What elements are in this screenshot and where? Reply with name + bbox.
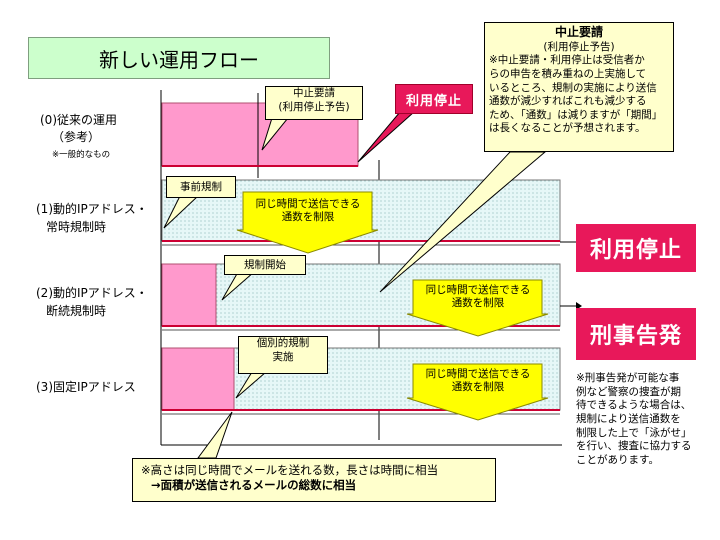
pointer-bottom-note [197, 411, 233, 459]
arrow-row3-text: 同じ時間で送信できる 通数を制限 [413, 368, 543, 394]
arrow-row3-line1: 同じ時間で送信できる [425, 368, 531, 380]
top-right-body-4: 通数が減少すればこれも減少する [489, 95, 647, 108]
prosecution-note-7: ことがあります。 [576, 453, 659, 466]
result-usage-stop: 利用停止 [576, 224, 696, 272]
row3-label-1: (3)固定IPアドレス [36, 380, 136, 394]
pointer-stop-tag [357, 111, 416, 163]
prosecution-note-6: を行い、捜査に協力する [576, 440, 692, 453]
row2-label-2: 断続規制時 [46, 304, 107, 318]
prosecution-note-2: 例など警察の捜査が期 [576, 385, 681, 398]
arrow-row3-line2: 通数を制限 [451, 381, 505, 394]
top-right-body-1: ※中止要請・利用停止は受信者か [489, 54, 645, 67]
prosecution-note-1: ※刑事告発が可能な事 [576, 372, 680, 384]
callout-top-right: 中止要請 (利用停止予告) ※中止要請・利用停止は受信者か らの申告を積み重ねの… [484, 22, 674, 152]
top-right-title: 中止要請 [554, 25, 603, 39]
callout-regulation-start: 規制開始 [224, 255, 306, 275]
top-right-body-3: いるところ、規制の実施により送信 [489, 81, 657, 94]
row0-note: ※一般的なもの [52, 150, 111, 160]
prosecution-note-3: 待できるような場合は、 [576, 399, 692, 412]
arrow-row2 [406, 279, 549, 337]
row2-pink-block [161, 263, 217, 327]
arrow-row1 [236, 191, 379, 254]
arrow-row2-line2: 通数を制限 [451, 297, 505, 310]
arrow-row2-line1: 同じ時間で送信できる [425, 284, 531, 296]
pointer-top-right [379, 151, 547, 293]
prosecution-note: ※刑事告発が可能な事 例など警察の捜査が期 待できるような場合は、 規制により送… [576, 372, 716, 467]
row1-label-1: (1)動的IPアドレス・ [36, 202, 148, 216]
callout-advance-regulation: 事前規制 [166, 176, 236, 198]
callout-suspension-notice: 中止要請 (利用停止予告) [265, 86, 363, 120]
prosecution-note-5: 制限した上で「泳がせ」 [576, 426, 692, 439]
prosecution-note-4: 規制により送信通数を [576, 412, 681, 425]
arrow-row1-line1: 同じ時間で送信できる [255, 198, 361, 210]
row2-label-1: (2)動的IPアドレス・ [36, 286, 148, 300]
top-right-body-6: は長くなることが予想されます。 [489, 122, 646, 135]
row0-label-2: （参考） [52, 130, 101, 144]
row3-pink-block [161, 347, 235, 411]
callout-suspension-line2: (利用停止予告) [278, 100, 350, 113]
callout-individual-regulation: 個別的規制 実施 [238, 336, 328, 374]
top-right-body-5: ため、「通数」は減りますが「期間」 [489, 108, 663, 121]
top-right-subtitle: (利用停止予告) [543, 40, 615, 53]
arrow-row1-text: 同じ時間で送信できる 通数を制限 [243, 198, 373, 224]
callout-individual-line1: 個別的規制 [256, 337, 310, 349]
arrow-row3 [406, 363, 549, 421]
arrow-row1-line2: 通数を制限 [281, 211, 335, 224]
bottom-note: ※高さは同じ時間でメールを送れる数，長さは時間に相当 →面積が送信されるメールの… [132, 458, 496, 502]
top-right-body-2: らの申告を積み重ねの上実施して [489, 67, 647, 80]
row1-label-2: 常時規制時 [46, 220, 107, 234]
arrow-row2-text: 同じ時間で送信できる 通数を制限 [413, 284, 543, 310]
callout-suspension-line1: 中止要請 [293, 87, 335, 99]
row0-label-1: (0)従来の運用 [40, 113, 117, 127]
callout-individual-line2: 実施 [272, 350, 294, 363]
stop-tag: 利用停止 [395, 84, 473, 114]
page-title: 新しい運用フロー [28, 37, 330, 79]
bottom-note-line2: →面積が送信されるメールの総数に相当 [151, 477, 357, 492]
result-criminal-complaint: 刑事告発 [576, 308, 696, 360]
bottom-note-line1: ※高さは同じ時間でメールを送れる数，長さは時間に相当 [141, 463, 439, 477]
